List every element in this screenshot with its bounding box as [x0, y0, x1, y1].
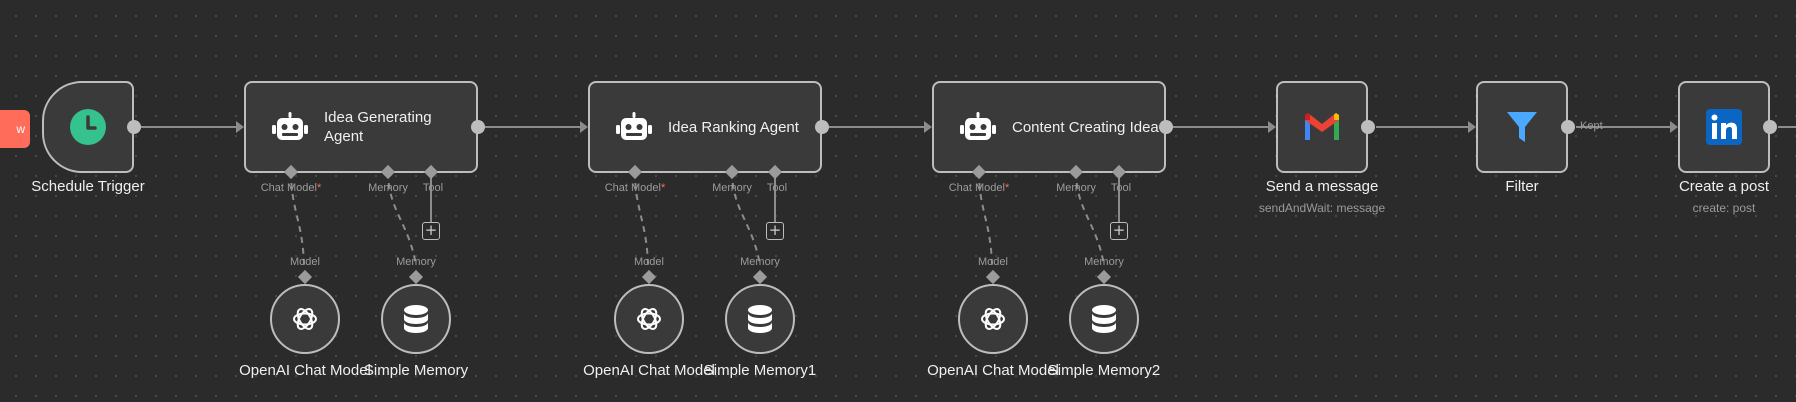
tool-port-label: Tool [766, 182, 788, 194]
memory-input-label: Memory [1084, 256, 1124, 268]
agent1-output-handle[interactable] [471, 120, 485, 134]
robot-icon [272, 112, 308, 140]
required-mark: * [1004, 182, 1010, 194]
filter-icon [1507, 112, 1537, 142]
agent-title: Content Creating Idea [1012, 118, 1159, 136]
chat-model-port-label: Chat Model* [261, 182, 322, 194]
chat-model-text: Chat Model [260, 182, 317, 194]
agent-title: Idea Ranking Agent [668, 118, 799, 136]
database-icon [1092, 305, 1116, 333]
create-post-label: Create a post [1678, 178, 1770, 195]
memory-port-label: Memory [368, 182, 408, 194]
openai-icon [981, 308, 1005, 330]
partial-node-tab[interactable]: w [0, 110, 30, 148]
model-port-label: Model [978, 256, 1008, 268]
openai-chat-model-node[interactable] [958, 284, 1028, 354]
send-message-subtitle: sendAndWait: message [1258, 201, 1386, 215]
partial-node-tab-label: w [16, 122, 25, 136]
filter-node[interactable] [1476, 81, 1568, 173]
openai-chat-model-label: OpenAI Chat Model [927, 362, 1059, 379]
add-tool-button[interactable]: + [1110, 222, 1128, 240]
add-tool-button[interactable]: + [422, 222, 440, 240]
tool-port-label: Tool [422, 182, 444, 194]
openai-chat-model-label: OpenAI Chat Model [583, 362, 715, 379]
gmail-icon [1305, 113, 1339, 140]
chat-model-port-label: Chat Model* [605, 182, 666, 194]
tool-port-label: Tool [1110, 182, 1132, 194]
memory-input-label: Memory [396, 256, 436, 268]
send-message-label: Send a message [1265, 178, 1379, 195]
openai-icon [293, 308, 317, 330]
add-tool-button[interactable]: + [766, 222, 784, 240]
create-post-subtitle: create: post [1692, 201, 1756, 215]
memory-connector[interactable] [408, 269, 424, 285]
idea-ranking-agent-node[interactable]: Idea Ranking Agent [588, 81, 822, 173]
openai-icon [637, 308, 661, 330]
schedule-trigger-node[interactable] [42, 81, 134, 173]
memory-port-label: Memory [1056, 182, 1096, 194]
send-message-node[interactable] [1276, 81, 1368, 173]
chat-model-text: Chat Model [948, 182, 1005, 194]
create-post-node[interactable] [1678, 81, 1770, 173]
required-mark: * [316, 182, 322, 194]
required-mark: * [660, 182, 666, 194]
gmail-output-handle[interactable] [1361, 120, 1375, 134]
model-connector[interactable] [985, 269, 1001, 285]
model-connector[interactable] [297, 269, 313, 285]
simple-memory-node[interactable] [1069, 284, 1139, 354]
clock-icon [70, 109, 106, 145]
database-icon [748, 305, 772, 333]
robot-icon [616, 112, 652, 140]
simple-memory-label: Simple Memory [363, 362, 469, 379]
content-creating-agent-node[interactable]: Content Creating Idea [932, 81, 1166, 173]
memory-port-label: Memory [712, 182, 752, 194]
memory-connector[interactable] [752, 269, 768, 285]
idea-generating-agent-node[interactable]: Idea Generating Agent [244, 81, 478, 173]
trigger-output-handle[interactable] [127, 120, 141, 134]
simple-memory-label: Simple Memory1 [703, 362, 817, 379]
filter-output-handle[interactable] [1561, 120, 1575, 134]
schedule-trigger-label: Schedule Trigger [31, 178, 145, 195]
linkedin-icon [1706, 109, 1742, 145]
memory-connector[interactable] [1096, 269, 1112, 285]
chat-model-text: Chat Model [604, 182, 661, 194]
robot-icon [960, 112, 996, 140]
simple-memory-node[interactable] [725, 284, 795, 354]
agent3-output-handle[interactable] [1159, 120, 1173, 134]
chat-model-port-label: Chat Model* [949, 182, 1010, 194]
model-connector[interactable] [641, 269, 657, 285]
linkedin-output-handle[interactable] [1763, 120, 1777, 134]
database-icon [404, 305, 428, 333]
filter-label: Filter [1505, 178, 1539, 195]
model-port-label: Model [634, 256, 664, 268]
openai-chat-model-node[interactable] [270, 284, 340, 354]
memory-input-label: Memory [740, 256, 780, 268]
simple-memory-node[interactable] [381, 284, 451, 354]
openai-chat-model-node[interactable] [614, 284, 684, 354]
kept-edge-label: Kept [1580, 120, 1603, 132]
openai-chat-model-label: OpenAI Chat Model [239, 362, 371, 379]
simple-memory-label: Simple Memory2 [1047, 362, 1161, 379]
model-port-label: Model [290, 256, 320, 268]
agent2-output-handle[interactable] [815, 120, 829, 134]
agent-title: Idea Generating Agent [324, 109, 432, 145]
